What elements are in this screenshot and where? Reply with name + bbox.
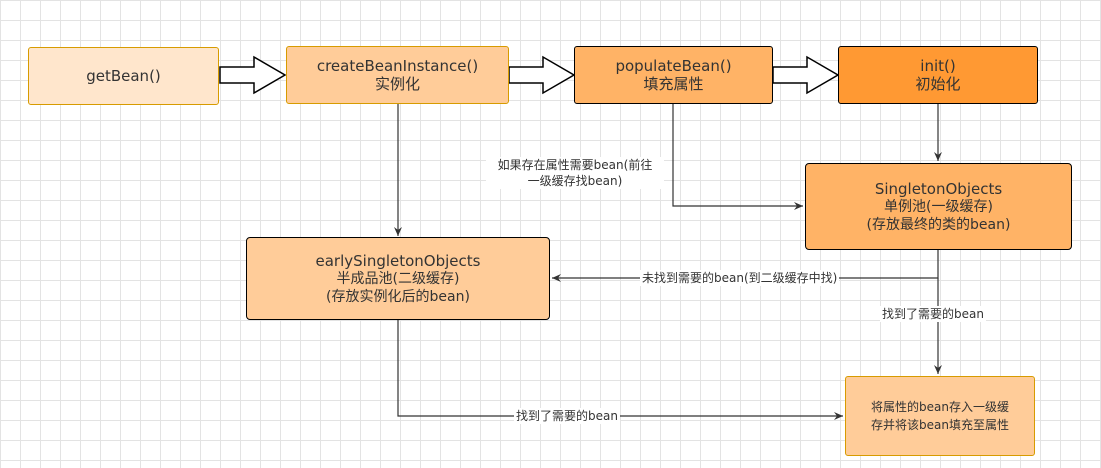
store-first-cache-line1: 将属性的bean存入一级缓 xyxy=(871,400,1009,414)
getbean-label: getBean() xyxy=(86,67,161,85)
store-first-cache-node: 将属性的bean存入一级缓 存并将该bean填充至属性 xyxy=(845,376,1035,456)
init-node: init() 初始化 xyxy=(838,46,1038,104)
singleton-objects-title: SingletonObjects xyxy=(874,179,1003,198)
store-first-cache-line2: 存并将该bean填充至属性 xyxy=(871,418,1009,432)
init-title: init() xyxy=(920,57,956,75)
edge-label-populate-to-singleton-line2: 一级缓存找bean) xyxy=(527,174,623,188)
early-singleton-objects-subtitle: 半成品池(二级缓存) xyxy=(336,270,460,287)
block-arrow-create-to-populate xyxy=(508,55,576,95)
singleton-objects-subtitle: 单例池(一级缓存) xyxy=(884,198,993,215)
create-bean-instance-title: createBeanInstance() xyxy=(316,57,479,75)
init-subtitle: 初始化 xyxy=(915,75,961,93)
singleton-objects-desc: (存放最终的类的bean) xyxy=(866,216,1011,233)
arrow-populate-to-singleton xyxy=(672,104,803,210)
getbean-node: getBean() xyxy=(28,47,219,105)
edge-label-populate-to-singleton-line1: 如果存在属性需要bean(前往 xyxy=(497,158,653,172)
early-singleton-objects-desc: (存放实例化后的bean) xyxy=(326,288,470,305)
create-bean-instance-node: createBeanInstance() 实例化 xyxy=(286,46,509,104)
arrow-early-to-store xyxy=(397,320,843,420)
edge-label-singleton-found: 找到了需要的bean xyxy=(880,306,986,322)
create-bean-instance-subtitle: 实例化 xyxy=(374,75,420,93)
edge-label-populate-to-singleton: 如果存在属性需要bean(前往 一级缓存找bean) xyxy=(486,157,664,189)
block-arrow-getbean-to-create xyxy=(219,55,287,95)
populate-bean-title: populateBean() xyxy=(615,57,732,75)
early-singleton-objects-node: earlySingletonObjects 半成品池(二级缓存) (存放实例化后… xyxy=(246,237,550,320)
early-singleton-objects-title: earlySingletonObjects xyxy=(315,251,481,270)
populate-bean-node: populateBean() 填充属性 xyxy=(574,46,773,104)
singleton-objects-node: SingletonObjects 单例池(一级缓存) (存放最终的类的bean) xyxy=(805,163,1072,250)
block-arrow-populate-to-init xyxy=(772,55,840,95)
populate-bean-subtitle: 填充属性 xyxy=(643,75,704,93)
edge-label-singleton-to-early: 未找到需要的bean(到二级缓存中找) xyxy=(640,270,840,286)
edge-label-early-found: 找到了需要的bean xyxy=(514,408,620,424)
